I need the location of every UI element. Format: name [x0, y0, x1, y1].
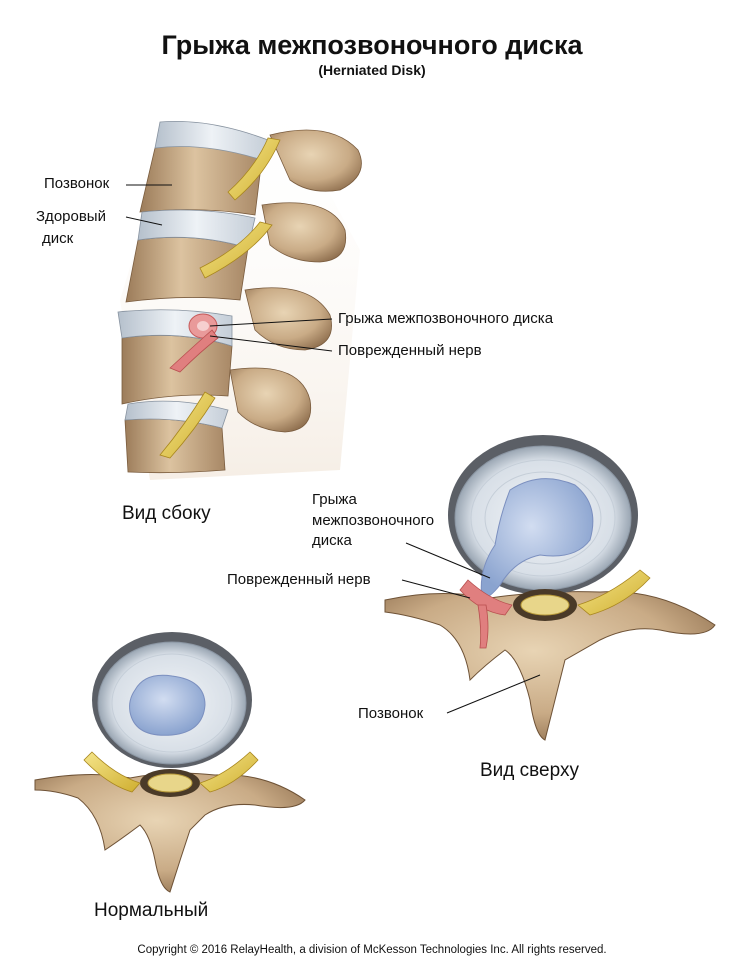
- top-view-vertebra: [384, 435, 716, 741]
- side-view-leader-lines: [125, 184, 333, 352]
- side-view-spine: [117, 84, 362, 481]
- side-label-healthy-disc-line1: Здоровый: [36, 208, 106, 225]
- top-label-herniated-line3: диска: [312, 532, 352, 549]
- top-label-vertebra: Позвонок: [358, 705, 424, 722]
- side-label-herniated-disc: Грыжа межпозвоночного диска: [338, 310, 554, 327]
- page-subtitle: (Herniated Disk): [318, 62, 426, 78]
- top-label-herniated-line1: Грыжа: [312, 491, 357, 508]
- copyright-notice: Copyright © 2016 RelayHealth, a division…: [137, 944, 607, 956]
- side-label-healthy-disc-line2: диск: [42, 230, 74, 247]
- top-view-caption: Вид сверху: [480, 760, 579, 781]
- normal-view-caption: Нормальный: [94, 900, 209, 921]
- page-title: Грыжа межпозвоночного диска: [161, 30, 583, 60]
- normal-view-vertebra: [34, 632, 306, 893]
- top-label-herniated-line2: межпозвоночного: [312, 512, 435, 529]
- side-label-vertebra: Позвонок: [44, 175, 110, 192]
- side-view-caption: Вид сбоку: [122, 503, 211, 524]
- side-label-damaged-nerve: Поврежденный нерв: [338, 342, 482, 359]
- top-label-damaged-nerve: Поврежденный нерв: [227, 571, 371, 588]
- top-view-leader-lines: [401, 542, 541, 714]
